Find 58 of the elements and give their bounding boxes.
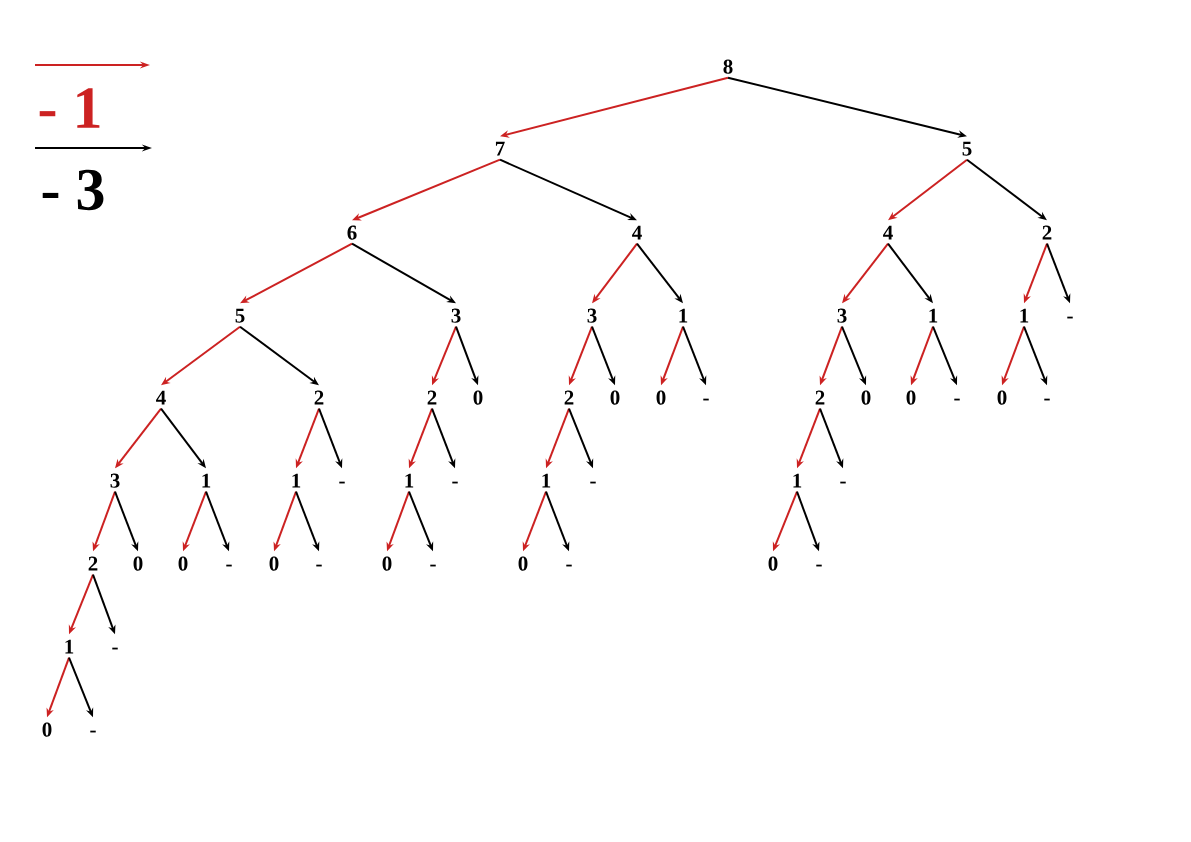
node-value: 6 bbox=[347, 225, 357, 240]
node-value: 1 bbox=[679, 308, 688, 323]
arrow bbox=[351, 242, 456, 304]
node-value: 8 bbox=[723, 59, 733, 74]
node-value: 7 bbox=[495, 141, 505, 156]
node-value: - bbox=[1044, 398, 1050, 401]
legend-label: - 1 bbox=[39, 88, 100, 128]
node-value: 1 bbox=[405, 473, 414, 488]
node-value: - bbox=[840, 481, 846, 484]
node-value: - bbox=[226, 564, 232, 567]
node-value: 0 bbox=[861, 390, 871, 405]
node-value: 5 bbox=[962, 141, 972, 156]
node-value: - bbox=[452, 481, 458, 484]
node-value: 2 bbox=[88, 556, 98, 571]
node-value: 0 bbox=[768, 556, 778, 571]
node-value: 1 bbox=[1020, 308, 1029, 323]
node-value: 0 bbox=[518, 556, 528, 571]
node-value: 4 bbox=[883, 225, 893, 240]
node-value: - bbox=[1067, 316, 1073, 319]
node-value: 2 bbox=[1042, 225, 1052, 240]
node-value: 0 bbox=[997, 390, 1007, 405]
node-value: 1 bbox=[542, 473, 551, 488]
node-value: 1 bbox=[793, 473, 802, 488]
node-value: 1 bbox=[929, 308, 938, 323]
node-value: - bbox=[316, 564, 322, 567]
node-value: 1 bbox=[65, 639, 74, 654]
node-value: - bbox=[566, 564, 572, 567]
node-value: - bbox=[430, 564, 436, 567]
node-value: 4 bbox=[156, 390, 166, 405]
node-value: 0 bbox=[382, 556, 392, 571]
node-value: 0 bbox=[133, 556, 143, 571]
legend-label: - 3 bbox=[42, 169, 104, 211]
node-value: 0 bbox=[473, 390, 483, 405]
node-value: - bbox=[816, 564, 822, 567]
node-value: - bbox=[90, 730, 96, 733]
node-value: 0 bbox=[906, 390, 916, 405]
node-value: 2 bbox=[815, 390, 825, 405]
node-value: 4 bbox=[632, 225, 642, 240]
node-value: 0 bbox=[269, 556, 279, 571]
node-value: - bbox=[339, 481, 345, 484]
node-value: - bbox=[112, 647, 118, 650]
node-value: 3 bbox=[587, 308, 597, 323]
node-value: - bbox=[954, 398, 960, 401]
node-value: 1 bbox=[202, 473, 211, 488]
node-value: - bbox=[703, 398, 709, 401]
node-value: 0 bbox=[656, 390, 666, 405]
node-value: 3 bbox=[837, 308, 847, 323]
node-value: 1 bbox=[292, 473, 301, 488]
node-value: 2 bbox=[427, 390, 437, 405]
node-value: 5 bbox=[235, 308, 245, 323]
node-value: - bbox=[590, 481, 596, 484]
node-value: 0 bbox=[178, 556, 188, 571]
node-value: 2 bbox=[564, 390, 574, 405]
node-value: 0 bbox=[42, 722, 52, 737]
node-value: 3 bbox=[451, 308, 461, 323]
node-value: 3 bbox=[110, 473, 120, 488]
node-value: 2 bbox=[314, 390, 324, 405]
node-value: 0 bbox=[610, 390, 620, 405]
